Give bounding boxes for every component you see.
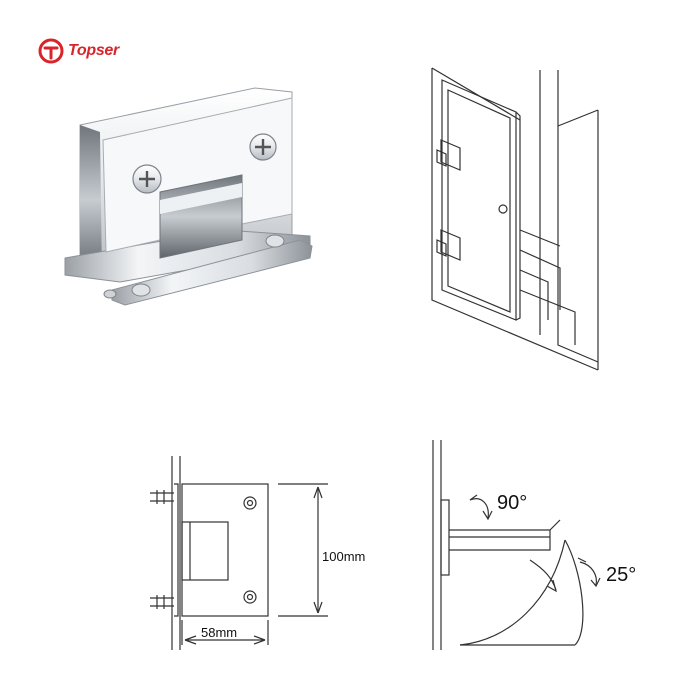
width-dimension-label: 58mm bbox=[201, 625, 238, 640]
open-angle-label: 90° bbox=[497, 492, 528, 514]
brand-logo: Topser bbox=[38, 38, 119, 64]
back-angle-label: 25° bbox=[606, 564, 637, 586]
topser-logo-icon bbox=[38, 38, 64, 64]
height-dimension-label: 100mm bbox=[322, 549, 366, 564]
brand-name: Topser bbox=[68, 42, 119, 59]
